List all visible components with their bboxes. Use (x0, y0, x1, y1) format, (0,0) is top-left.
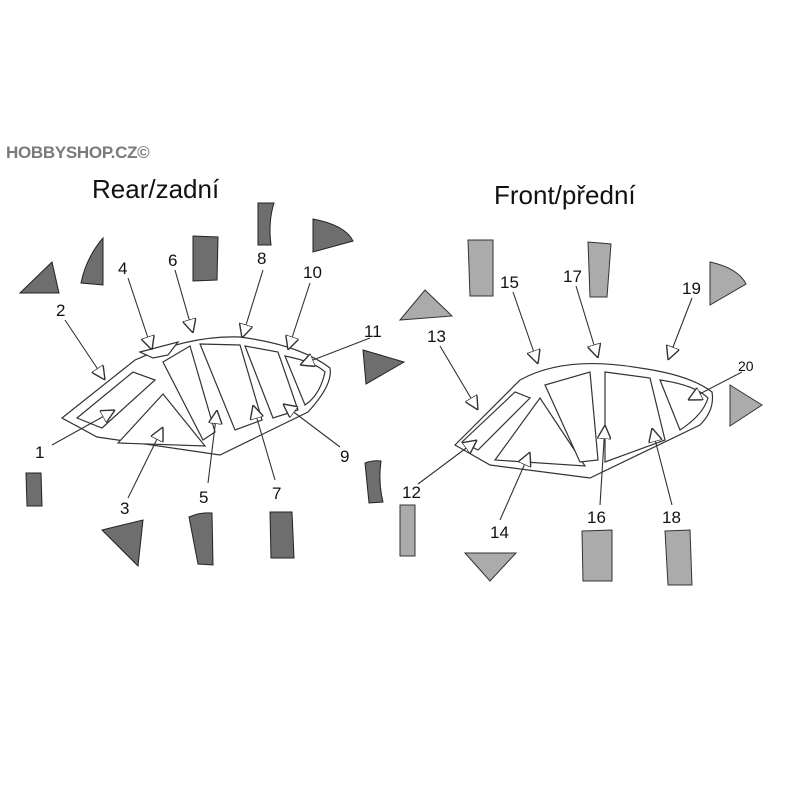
rear-part-numbers: 1 2 3 4 5 6 7 8 9 10 11 (35, 249, 382, 518)
watermark: HOBBYSHOP.CZ© (6, 143, 150, 162)
label-13: 13 (427, 327, 446, 346)
label-3: 3 (120, 499, 129, 518)
label-4: 4 (118, 259, 127, 278)
label-2: 2 (56, 301, 65, 320)
label-17: 17 (563, 267, 582, 286)
rear-leaders (51, 269, 371, 499)
label-7: 7 (272, 484, 281, 503)
label-5: 5 (199, 488, 208, 507)
front-mask-shapes (398, 239, 763, 586)
label-6: 6 (168, 251, 177, 270)
label-10: 10 (303, 263, 322, 282)
label-20: 20 (738, 358, 754, 374)
rear-mask-shapes (18, 202, 406, 568)
label-18: 18 (662, 508, 681, 527)
rear-canopy (60, 336, 331, 456)
front-leaders (417, 285, 743, 521)
front-canopy (454, 362, 714, 479)
label-19: 19 (682, 279, 701, 298)
rear-title: Rear/zadní (92, 174, 220, 204)
label-1: 1 (35, 443, 44, 462)
label-14: 14 (490, 523, 509, 542)
label-11: 11 (364, 322, 382, 341)
label-9: 9 (340, 447, 349, 466)
front-part-numbers: 12 13 14 15 16 17 18 19 20 (402, 267, 754, 542)
front-title: Front/přední (494, 180, 636, 210)
label-8: 8 (257, 249, 266, 268)
label-12: 12 (402, 483, 421, 502)
label-15: 15 (500, 273, 519, 292)
label-16: 16 (587, 508, 606, 527)
